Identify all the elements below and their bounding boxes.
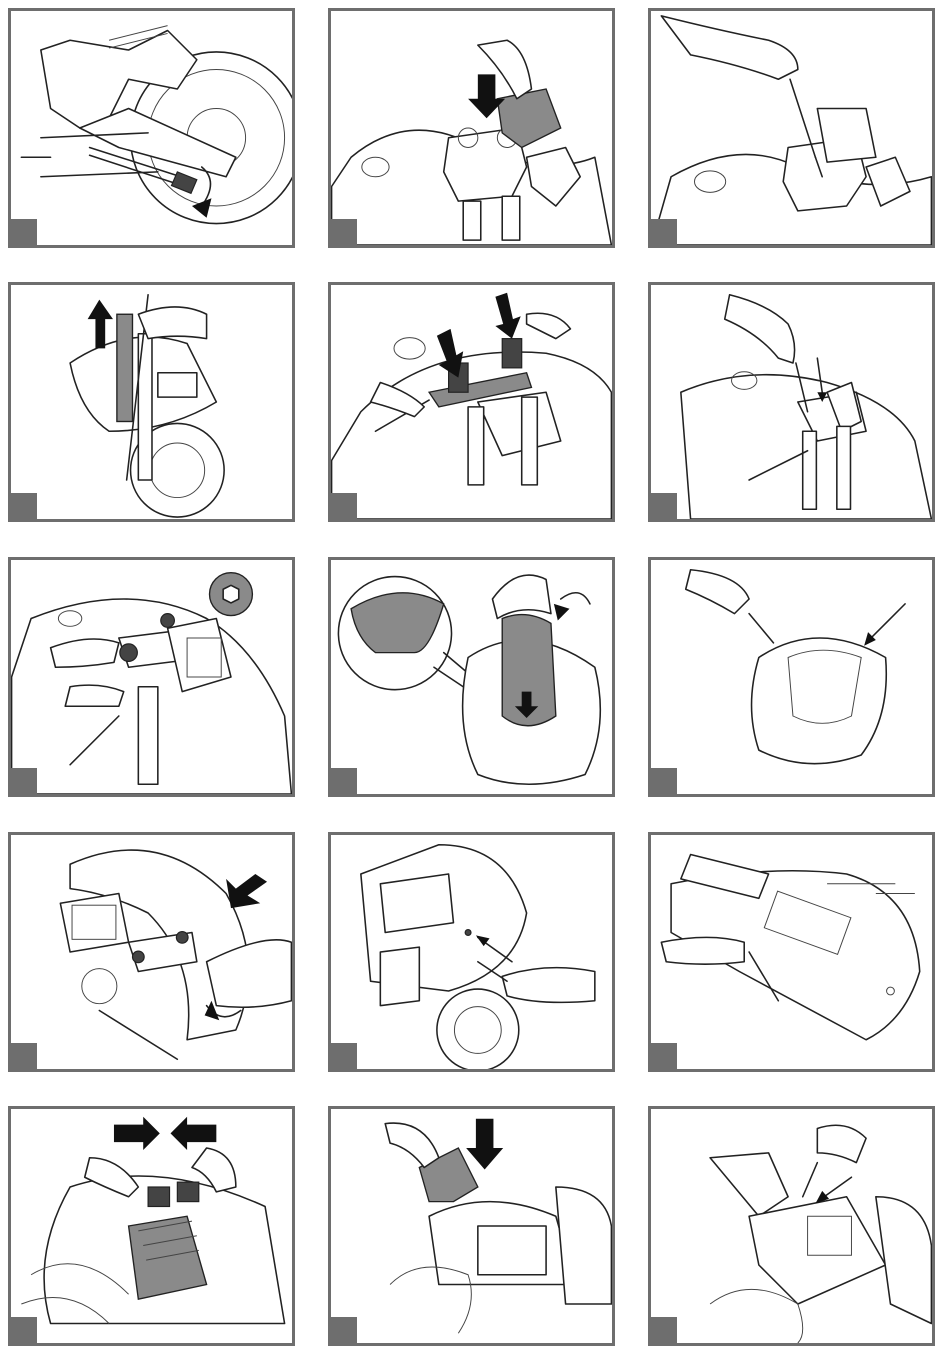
ecu-insert-illustration xyxy=(331,1109,612,1343)
connector-unplug-illustration xyxy=(11,1109,292,1343)
step-panel-15 xyxy=(648,1106,935,1346)
step-number-badge xyxy=(11,1317,37,1343)
step-panel-14 xyxy=(328,1106,615,1346)
nut-detail-icon xyxy=(223,585,239,603)
handlebar-nut-illustration xyxy=(11,560,292,794)
swingarm-wheel-wrench-illustration xyxy=(11,11,292,245)
step-panel-9 xyxy=(648,557,935,797)
windscreen-fairing-illustration xyxy=(331,560,612,794)
step-number-badge xyxy=(11,768,37,794)
step-panel-8 xyxy=(328,557,615,797)
step-number-badge xyxy=(331,768,357,794)
step-panel-5 xyxy=(328,282,615,522)
step-panel-11 xyxy=(328,832,615,1072)
fairing-removal-illustration xyxy=(11,835,292,1069)
screwdriver-fork-illustration xyxy=(651,285,932,519)
step-number-badge xyxy=(11,219,37,245)
tail-panel-screw-illustration xyxy=(651,835,932,1069)
step-number-badge xyxy=(331,219,357,245)
step-number-badge xyxy=(331,1317,357,1343)
seat-screw-illustration xyxy=(651,1109,932,1343)
triple-clamp-press-illustration xyxy=(331,285,612,519)
step-panel-7 xyxy=(8,557,295,797)
screwdriver-cluster-illustration xyxy=(651,11,932,245)
step-panel-6 xyxy=(648,282,935,522)
step-number-badge xyxy=(651,1317,677,1343)
step-number-badge xyxy=(651,1043,677,1069)
step-panel-3 xyxy=(648,8,935,248)
screwdriver-windscreen-illustration xyxy=(651,560,932,794)
step-panel-10 xyxy=(8,832,295,1072)
step-panel-2 xyxy=(328,8,615,248)
step-number-badge xyxy=(11,493,37,519)
step-panel-12 xyxy=(648,832,935,1072)
side-fairing-screw-illustration xyxy=(331,835,612,1069)
step-number-badge xyxy=(651,219,677,245)
instrument-cluster-removal-illustration xyxy=(331,11,612,245)
step-number-badge xyxy=(331,1043,357,1069)
step-number-badge xyxy=(331,493,357,519)
step-panel-4 xyxy=(8,282,295,522)
step-number-badge xyxy=(651,768,677,794)
fork-handlebar-lift-illustration xyxy=(11,285,292,519)
step-panel-1 xyxy=(8,8,295,248)
step-number-badge xyxy=(651,493,677,519)
step-number-badge xyxy=(11,1043,37,1069)
step-panel-13 xyxy=(8,1106,295,1346)
